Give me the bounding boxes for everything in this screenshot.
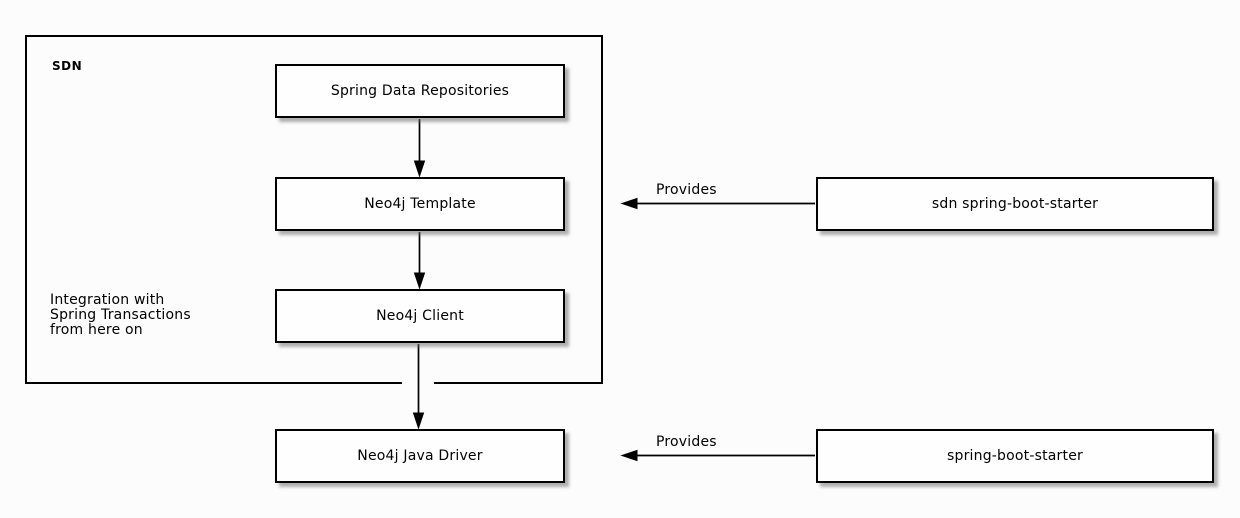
provides-label-top: Provides xyxy=(656,182,717,198)
arrowhead-boot-starter-provides-driver xyxy=(620,449,638,462)
arrowhead-template-to-client xyxy=(413,272,426,290)
node-neo4j-client: Neo4j Client xyxy=(275,289,565,343)
node-neo4j-java-driver: Neo4j Java Driver xyxy=(275,429,565,483)
annotation-spring-transactions: Integration with Spring Transactions fro… xyxy=(50,293,191,338)
node-spring-boot-starter: spring-boot-starter xyxy=(816,429,1214,483)
provides-label-bottom: Provides xyxy=(656,434,717,450)
sdn-group-label: SDN xyxy=(52,59,83,73)
arrowhead-sdn-starter-provides-template xyxy=(620,197,638,210)
annotation-line-3: from here on xyxy=(50,322,143,338)
node-spring-data-repositories: Spring Data Repositories xyxy=(275,64,565,118)
node-sdn-spring-boot-starter: sdn spring-boot-starter xyxy=(816,177,1214,231)
node-neo4j-template: Neo4j Template xyxy=(275,177,565,231)
sdn-group-container xyxy=(25,35,603,384)
annotation-line-2: Spring Transactions xyxy=(50,307,191,323)
arrowhead-repositories-to-template xyxy=(413,160,426,178)
annotation-line-1: Integration with xyxy=(50,292,165,308)
arrowhead-client-to-driver xyxy=(412,412,425,430)
